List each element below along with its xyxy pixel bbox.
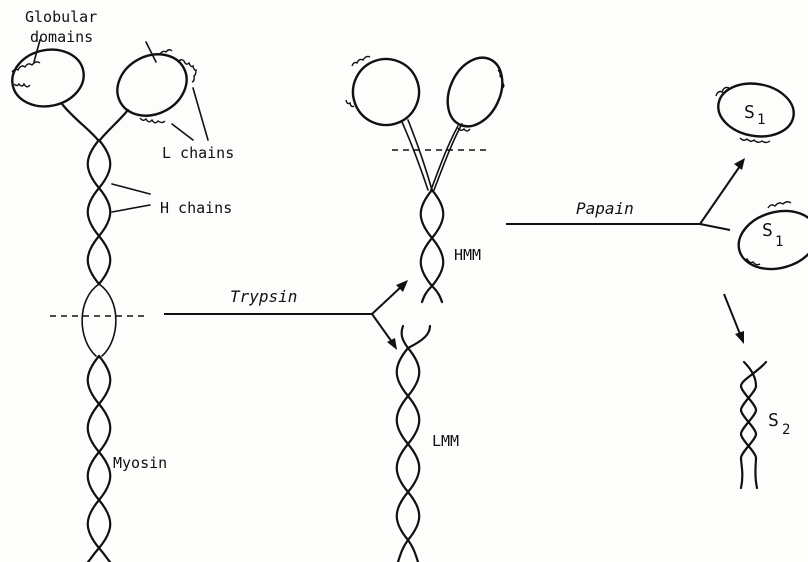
papain-arrow-branch-right (700, 224, 730, 230)
globular-domains-label-line1: Globular (25, 8, 97, 26)
myosin-cleavage-bulge-right (99, 284, 116, 356)
l-chains-label: L chains (162, 144, 234, 162)
s2-label: S (768, 410, 779, 431)
s2-arrowhead (735, 331, 744, 344)
lmm-helix-b (397, 326, 430, 562)
s1-prime-fragment: S 1 (732, 202, 808, 278)
myosin-helix-lower-a (88, 356, 111, 562)
papain-arrow (506, 158, 745, 230)
hmm-neck-left (402, 122, 428, 190)
s1-subscript: 1 (757, 112, 765, 128)
papain-label: Papain (576, 199, 634, 218)
s1-prime-label: S (762, 220, 773, 241)
papain-arrow-branch-up (700, 166, 740, 224)
myosin-helix-lower-b (88, 356, 111, 562)
hmm-l-chain-left-2 (346, 100, 354, 107)
l-chain-right-2 (140, 118, 165, 123)
l-chains-pointer-a (193, 88, 208, 140)
neck-right (100, 110, 128, 140)
hmm-helix-b (421, 190, 444, 302)
h-chains-pointer-b (112, 205, 150, 212)
s2-fragment (741, 362, 766, 488)
myosin-label: Myosin (113, 454, 167, 472)
myosin-molecule (7, 42, 197, 562)
l-chains-pointer-b (172, 124, 193, 140)
s2-arrow-shaft (724, 294, 740, 334)
trypsin-arrow-branch-up (372, 286, 402, 314)
trypsin-label: Trypsin (230, 287, 297, 306)
s1-prime-subscript: 1 (775, 234, 783, 250)
hmm-neck-right-2 (431, 126, 458, 190)
myosin-helix-a (88, 140, 111, 284)
lmm-label: LMM (432, 432, 459, 450)
s1-fragment: S 1 (714, 78, 798, 143)
h-chains-pointer-a (112, 184, 150, 194)
hmm-label: HMM (454, 246, 481, 264)
hmm-neck-left-2 (408, 120, 432, 190)
globular-domain-left (7, 43, 89, 113)
trypsin-arrow-branch-down (372, 314, 392, 342)
trypsin-arrowhead-down (387, 338, 397, 350)
s1-prime-l-chain-top (768, 202, 791, 208)
hmm-neck-right (434, 124, 462, 190)
s1-label: S (744, 102, 755, 123)
hmm-fragment (344, 49, 513, 302)
lmm-fragment (397, 326, 430, 562)
s1-l-chain-bottom (740, 138, 770, 143)
h-chains-label: H chains (160, 199, 232, 217)
myosin-helix-b (88, 140, 111, 284)
hmm-head-right (437, 49, 513, 135)
s2-helix-b (741, 362, 766, 488)
s2-subscript: 2 (782, 422, 790, 438)
neck-left (62, 104, 98, 140)
myosin-cleavage-bulge-left (82, 284, 99, 356)
globular-domains-label-line2: domains (30, 28, 93, 46)
